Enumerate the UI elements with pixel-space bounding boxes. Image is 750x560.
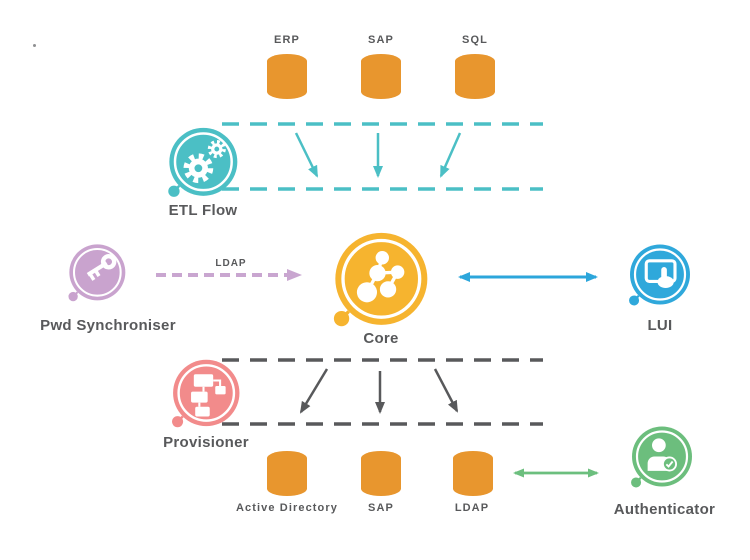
user-check-icon — [647, 438, 677, 472]
database-cylinder-icon-sap-top — [361, 54, 401, 99]
database-cylinder-icon-erp — [267, 54, 307, 99]
db-label-ldap: LDAP — [454, 502, 490, 514]
node-authenticator — [631, 426, 692, 488]
arrow-core-to-ldap — [433, 368, 459, 413]
db-label-sql: SQL — [462, 34, 488, 46]
node-core — [333, 232, 428, 327]
node-etl-flow — [168, 127, 238, 197]
flowchart-icon — [191, 374, 226, 417]
database-cylinder-icon-sql — [455, 54, 495, 99]
node-label-lui: LUI — [647, 317, 673, 334]
db-label-erp: ERP — [274, 34, 300, 46]
node-pwd-synchroniser — [68, 244, 126, 302]
node-label-pwd-synchroniser: Pwd Synchroniser — [40, 317, 176, 334]
network-nodes-icon — [356, 251, 405, 303]
db-label-sap-bottom: SAP — [368, 502, 394, 514]
database-cylinder-icon-ldap — [453, 451, 493, 496]
db-label-sap-top: SAP — [368, 34, 394, 46]
stray-dot — [33, 44, 36, 47]
arrow-sql-to-core — [439, 132, 462, 178]
database-cylinder-icon-sap-bottom — [361, 451, 401, 496]
touch-screen-icon — [644, 259, 677, 288]
db-label-active-directory: Active Directory — [236, 502, 338, 514]
key-icon — [86, 254, 117, 281]
node-label-authenticator: Authenticator — [613, 501, 716, 518]
node-provisioner — [172, 359, 240, 428]
arrow-erp-to-core — [294, 132, 319, 178]
node-label-etl-flow: ETL Flow — [168, 202, 238, 219]
node-lui — [629, 244, 690, 306]
arrow-core-to-active-directory — [299, 368, 329, 414]
database-cylinder-icon-active-directory — [267, 451, 307, 496]
node-label-provisioner: Provisioner — [163, 434, 249, 451]
edge-label-ldap: LDAP — [215, 258, 247, 269]
node-label-core: Core — [363, 330, 399, 347]
